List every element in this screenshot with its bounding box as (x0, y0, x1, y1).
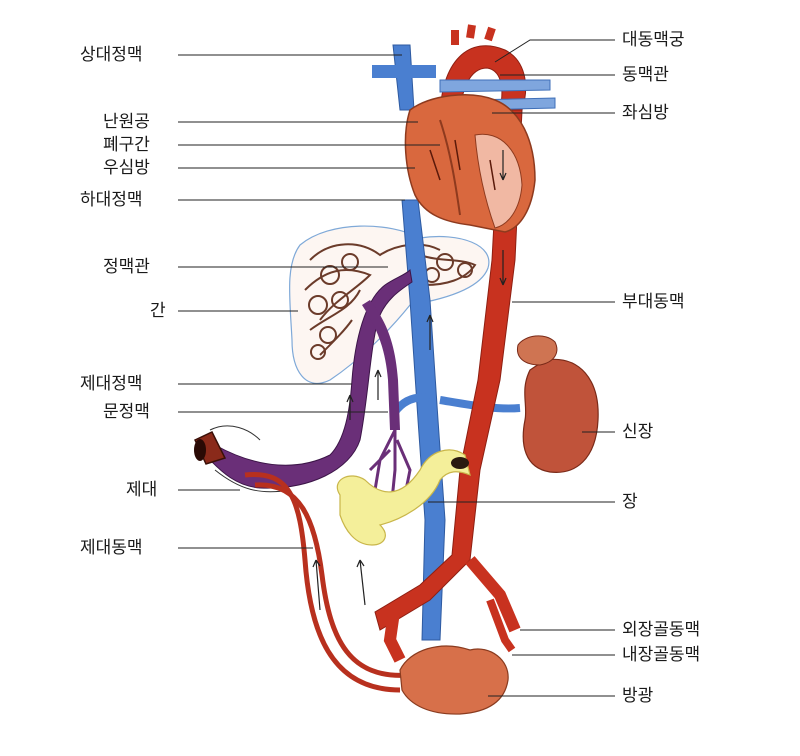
brachiocephalic-vein (372, 65, 436, 78)
label-ductus-arteriosus: 동맥관 (622, 65, 669, 85)
liver-vessels (304, 243, 477, 360)
label-superior-vena-cava: 상대정맥 (80, 45, 143, 65)
label-intestine: 장 (622, 492, 638, 512)
kidney (522, 358, 599, 473)
intestine-end (451, 457, 469, 469)
label-liver: 간 (150, 301, 166, 321)
leader-lines-right (428, 39, 615, 697)
heart-septum (439, 119, 461, 216)
label-bladder: 방광 (622, 686, 654, 706)
label-right-atrium: 우심방 (103, 158, 150, 178)
label-left-atrium: 좌심방 (622, 103, 669, 123)
label-descending-aorta: 부대동맥 (622, 292, 685, 312)
leader-lines-left (178, 54, 440, 549)
umbilical-cord-end (194, 439, 206, 461)
bladder (399, 645, 509, 715)
label-foramen-ovale: 난원공 (103, 112, 150, 132)
label-aortic-arch: 대동맥궁 (622, 30, 685, 50)
heart-inner-arrows (429, 139, 496, 191)
external-iliac-artery (465, 556, 521, 633)
internal-iliac-artery (486, 598, 516, 653)
adrenal-gland (516, 335, 558, 366)
label-inferior-vena-cava: 하대정맥 (80, 190, 143, 210)
label-kidney: 신장 (622, 422, 654, 442)
inferior-vena-cava (401, 199, 446, 641)
mesenteric-veins (368, 429, 412, 501)
left-iliac-branch (383, 604, 406, 663)
label-pulmonary-trunk: 폐구간 (103, 135, 150, 155)
portal-vein (362, 300, 400, 430)
label-internal-iliac-artery: 내장골동맥 (622, 645, 701, 665)
label-portal-vein: 문정맥 (103, 402, 150, 422)
umbilical-vein (209, 268, 413, 489)
label-ductus-venosus: 정맥관 (103, 257, 150, 277)
label-umbilical-artery: 제대동맥 (80, 538, 143, 558)
arch-branches (451, 24, 496, 45)
flow-arrows (312, 150, 507, 611)
left-ventricle (474, 133, 523, 229)
intestine (336, 449, 471, 546)
umbilical-artery-1 (244, 471, 401, 693)
umbilical-artery-2 (254, 482, 411, 678)
label-umbilical-cord: 제대 (126, 480, 158, 500)
label-umbilical-vein: 제대정맥 (80, 374, 143, 394)
label-external-iliac-artery: 외장골동맥 (622, 620, 701, 640)
